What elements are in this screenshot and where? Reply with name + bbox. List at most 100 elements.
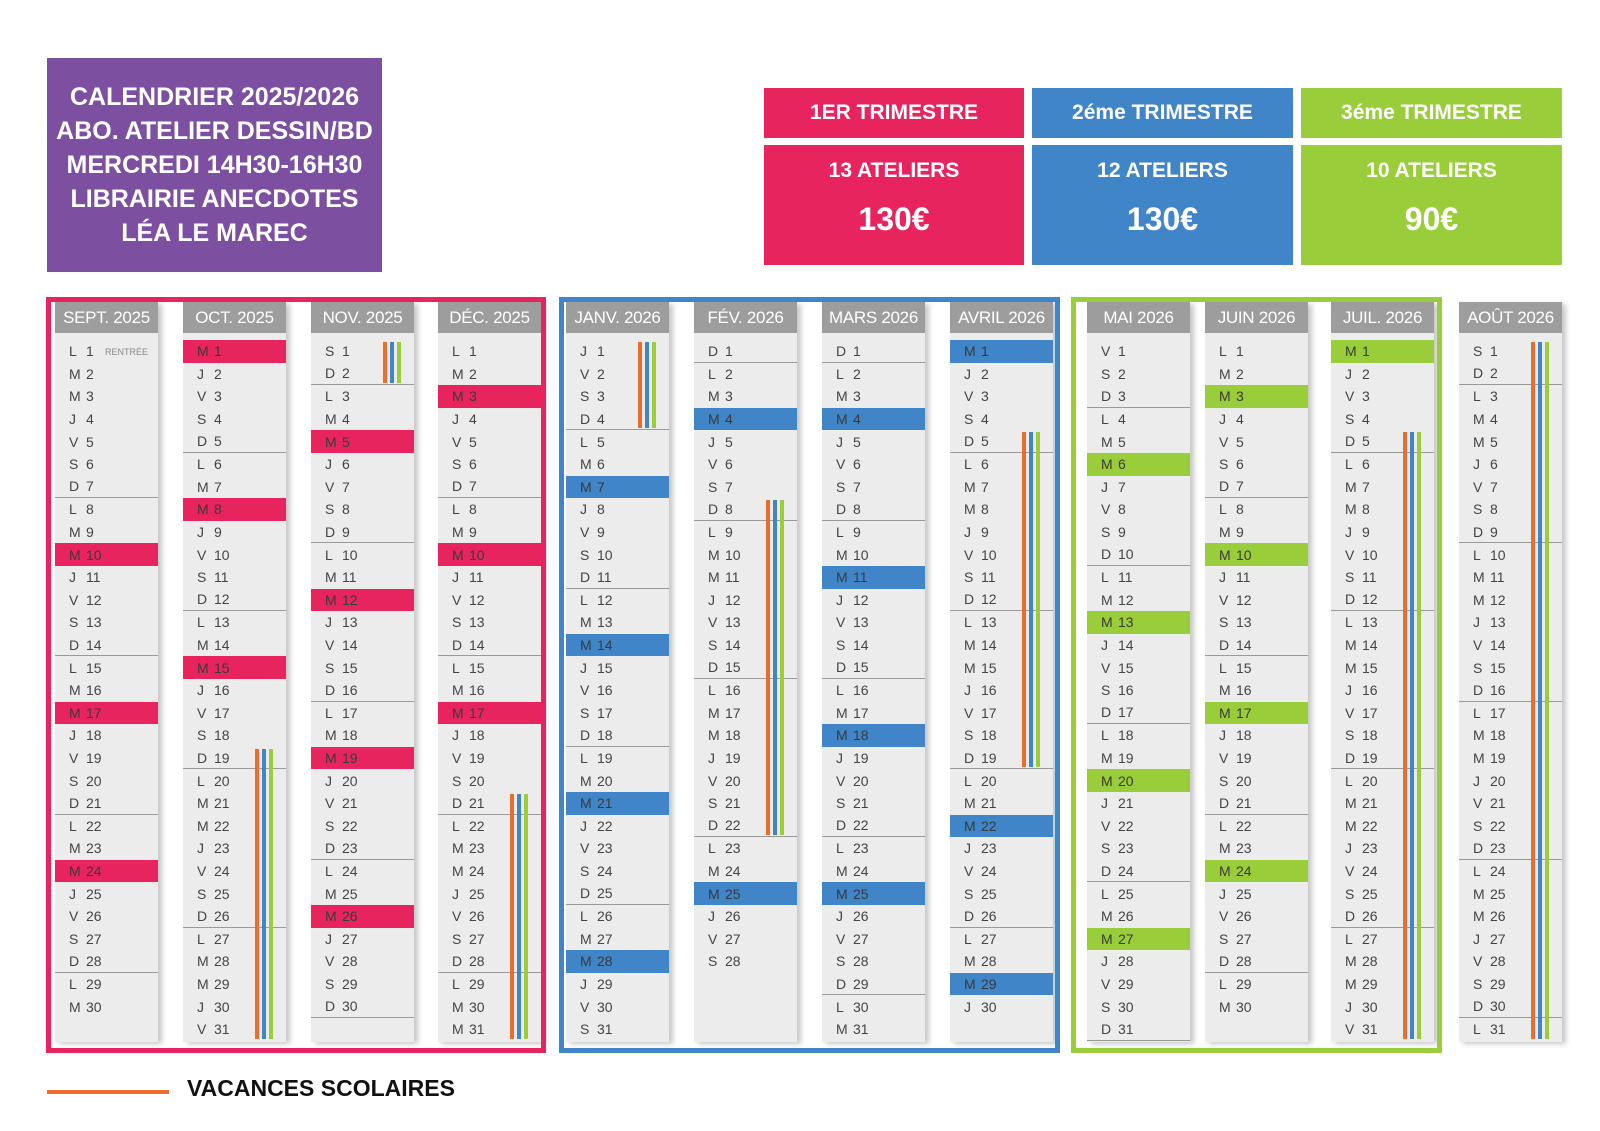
day-number: 7 (342, 478, 350, 495)
weekday-letter: J (452, 885, 459, 902)
weekday-letter: J (580, 659, 587, 676)
weekday-letter: M (325, 885, 337, 902)
weekday-letter: D (836, 659, 847, 676)
weekday-letter: D (69, 478, 80, 495)
day-number: 2 (469, 365, 477, 382)
weekday-letter: D (325, 998, 336, 1015)
day-number: 11 (342, 569, 357, 586)
day-number: 27 (597, 930, 613, 947)
day-number: 9 (853, 524, 861, 541)
trimester-1-price: 130€ (858, 201, 930, 237)
weekday-letter: S (580, 1021, 590, 1038)
weekday-letter: V (1101, 501, 1111, 518)
weekday-letter: D (836, 975, 847, 992)
weekday-letter: S (708, 953, 718, 970)
weekday-letter: J (1345, 524, 1352, 541)
day-number: 2 (214, 365, 222, 382)
weekday-letter: D (1219, 636, 1230, 653)
day-number: 11 (597, 568, 612, 585)
day-number: 5 (342, 433, 350, 450)
weekday-letter: L (836, 682, 844, 699)
day-number: 29 (342, 976, 358, 993)
weekday-letter: J (1345, 682, 1352, 699)
weekday-letter: J (452, 569, 459, 586)
day-number: 10 (1118, 546, 1134, 563)
day-number: 20 (86, 772, 102, 789)
vacances-bar (1029, 432, 1033, 768)
vacances-bar (1403, 432, 1407, 1039)
day-row: S 20 (55, 769, 158, 792)
weekday-letter: M (1101, 908, 1113, 925)
day-number: 13 (1362, 614, 1378, 631)
day-number: 30 (597, 998, 613, 1015)
weekday-letter: S (708, 478, 718, 495)
day-number: 29 (1362, 976, 1378, 993)
day-number: 20 (725, 772, 741, 789)
day-number: 11 (725, 569, 740, 586)
day-number: 6 (597, 456, 605, 473)
day-number: 21 (1490, 795, 1506, 812)
day-number: 5 (597, 433, 605, 450)
weekday-letter: S (69, 772, 79, 789)
day-number: 2 (853, 365, 861, 382)
day-number: 21 (86, 794, 102, 811)
weekday-letter: V (1473, 953, 1483, 970)
weekday-letter: M (69, 682, 81, 699)
trimester-3-header: 3éme TRIMESTRE (1301, 88, 1562, 138)
weekday-letter: D (708, 659, 719, 676)
weekday-letter: J (964, 365, 971, 382)
day-number: 9 (1490, 523, 1498, 540)
weekday-letter: M (325, 727, 337, 744)
day-number: 4 (1490, 411, 1498, 428)
weekday-letter: V (452, 908, 462, 925)
day-number: 19 (597, 750, 613, 767)
day-number: 17 (1118, 704, 1134, 721)
trimester-1-ateliers: 13 ATELIERS (828, 159, 960, 182)
day-number: 12 (214, 591, 230, 608)
day-number: 17 (1490, 704, 1506, 721)
weekday-letter: V (1219, 591, 1229, 608)
weekday-letter: V (1345, 1021, 1355, 1038)
day-number: 30 (1236, 998, 1252, 1015)
trimester-3-ateliers: 10 ATELIERS (1366, 159, 1497, 182)
weekday-letter: L (1101, 727, 1109, 744)
weekday-letter: S (836, 953, 846, 970)
weekday-letter: L (1345, 456, 1353, 473)
vacances-bar (645, 342, 649, 429)
weekday-letter: L (1219, 976, 1227, 993)
weekday-letter: D (580, 410, 591, 427)
weekday-letter: L (197, 930, 205, 947)
weekday-letter: M (1101, 772, 1113, 789)
